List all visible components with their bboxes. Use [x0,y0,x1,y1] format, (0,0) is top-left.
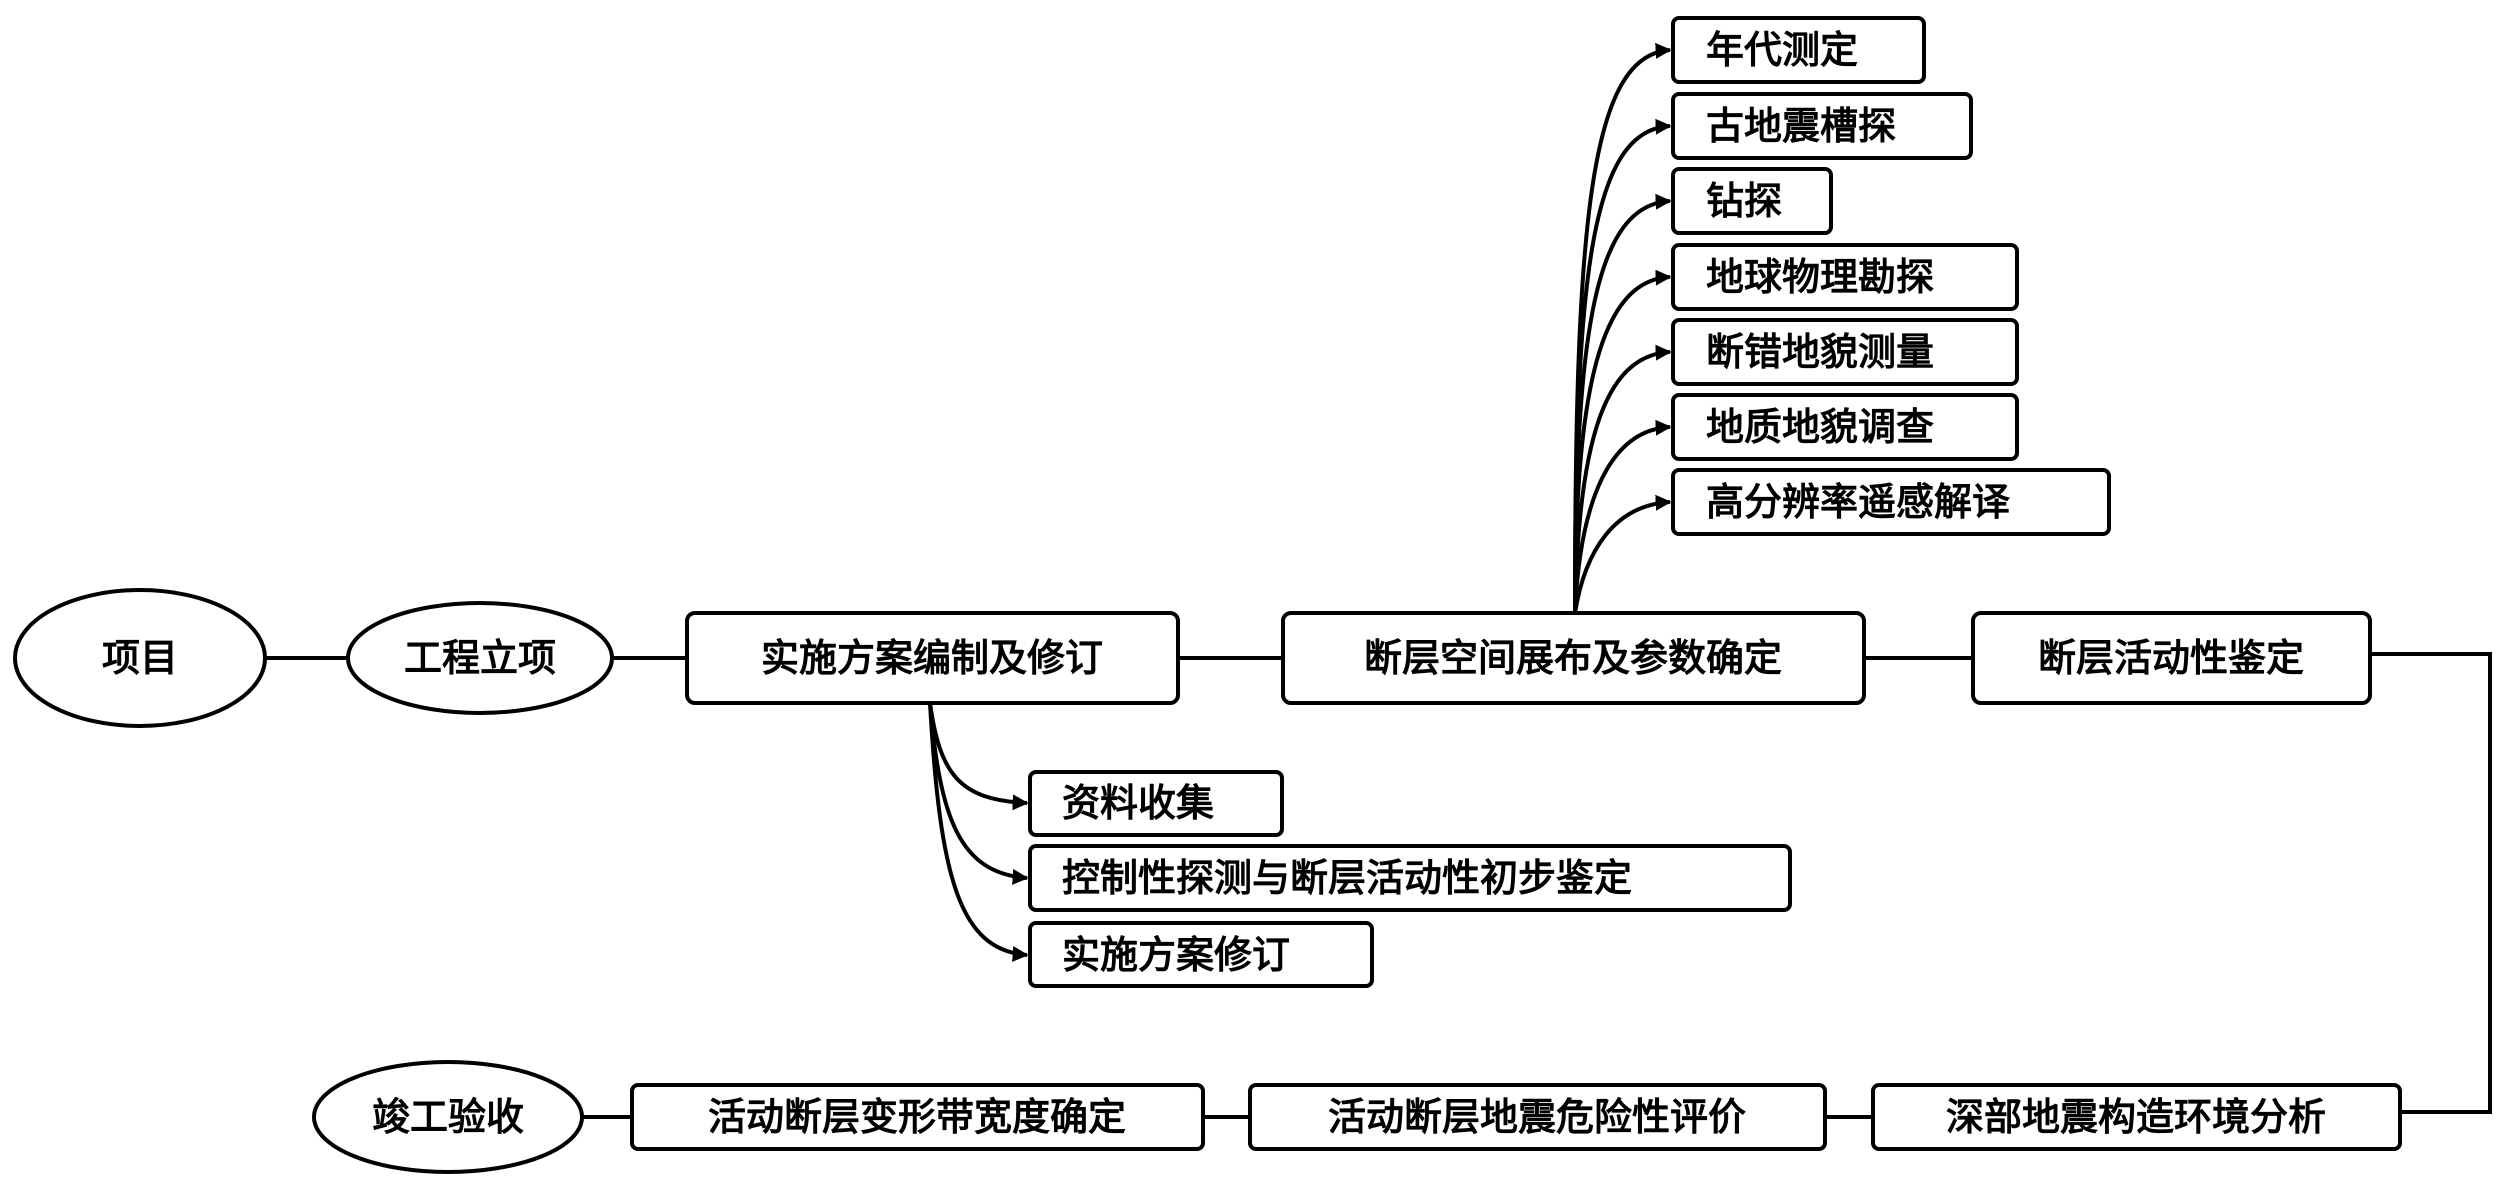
node-establishment: 工程立项 [346,601,614,715]
node-fault-landform-survey: 断错地貌测量 [1671,318,2019,386]
node-dating-shape [1671,16,1926,84]
connector-activity-deep-tectonic [2370,652,2492,1114]
node-drilling: 钻探 [1671,167,1833,235]
node-fault-activity-shape [1971,611,2372,705]
connector-plan-revision [928,702,1029,962]
node-project-shape [13,588,267,728]
node-seismic-hazard: 活动断层地震危险性评价 [1248,1083,1827,1151]
connector-fault-space-remote-sensing [1573,494,1672,614]
node-fault-landform-survey-label: 断错地貌测量 [1706,330,1934,374]
node-geophysical: 地球物理勘探 [1671,243,2019,311]
node-establishment-shape [346,601,614,715]
node-geophysical-label: 地球物理勘探 [1706,255,1934,299]
node-establishment-label: 工程立项 [404,636,556,680]
node-plan-compile: 实施方案编制及修订 [685,611,1180,705]
connector-fault-space-geology [1573,419,1672,614]
connector-plan-data-collection [928,702,1029,811]
node-deep-tectonic-shape [1871,1083,2402,1151]
node-remote-sensing: 高分辨率遥感解译 [1671,468,2111,536]
node-dating-label: 年代测定 [1706,28,1858,72]
node-seismic-hazard-label: 活动断层地震危险性评价 [1328,1095,1746,1139]
node-fault-space: 断层空间展布及参数确定 [1281,611,1866,705]
plan-branch-connectors [928,702,1029,962]
node-plan-revision: 实施方案修订 [1028,921,1374,988]
node-completion-label: 竣工验收 [372,1095,524,1139]
node-deformation-width: 活动断层变形带宽度确定 [630,1083,1205,1151]
node-deep-tectonic-label: 深部地震构造环境分析 [1946,1095,2326,1139]
node-paleoseismic-trench: 古地震槽探 [1671,92,1973,160]
node-data-collection: 资料收集 [1028,770,1284,837]
main-connectors [265,652,2492,1119]
node-fault-activity-label: 断层活动性鉴定 [2038,636,2304,680]
node-deformation-width-label: 活动断层变形带宽度确定 [708,1095,1126,1139]
node-control-exploration-label: 控制性探测与断层活动性初步鉴定 [1062,856,1632,900]
node-control-exploration: 控制性探测与断层活动性初步鉴定 [1028,844,1792,912]
connector-fault-space-landform-survey [1573,344,1672,614]
node-fault-space-label: 断层空间展布及参数确定 [1364,636,1782,680]
node-project-label: 项目 [102,636,178,680]
node-project: 项目 [13,588,267,728]
node-plan-compile-shape [685,611,1180,705]
node-remote-sensing-shape [1671,468,2111,536]
node-control-exploration-shape [1028,844,1792,912]
node-drilling-label: 钻探 [1706,179,1782,223]
node-drilling-shape [1671,167,1833,235]
node-completion: 竣工验收 [312,1060,584,1174]
node-plan-revision-shape [1028,921,1374,988]
node-deformation-width-shape [630,1083,1205,1151]
node-geology-survey: 地质地貌调查 [1671,393,2019,461]
node-paleoseismic-trench-label: 古地震槽探 [1706,104,1896,148]
node-fault-space-shape [1281,611,1866,705]
node-fault-landform-survey-shape [1671,318,2019,386]
node-dating: 年代测定 [1671,16,1926,84]
node-geology-survey-label: 地质地貌调查 [1706,405,1934,449]
node-plan-compile-label: 实施方案编制及修订 [761,636,1103,680]
node-seismic-hazard-shape [1248,1083,1827,1151]
node-plan-revision-label: 实施方案修订 [1062,933,1290,977]
connector-fault-space-geophysical [1573,269,1672,614]
node-geology-survey-shape [1671,393,2019,461]
node-remote-sensing-label: 高分辨率遥感解译 [1706,480,2011,524]
node-data-collection-shape [1028,770,1284,837]
node-deep-tectonic: 深部地震构造环境分析 [1871,1083,2402,1151]
node-data-collection-label: 资料收集 [1062,781,1214,825]
node-geophysical-shape [1671,243,2019,311]
fault-space-branch-connectors [1573,42,1672,614]
node-paleoseismic-trench-shape [1671,92,1973,160]
node-fault-activity: 断层活动性鉴定 [1971,611,2372,705]
node-completion-shape [312,1060,584,1174]
